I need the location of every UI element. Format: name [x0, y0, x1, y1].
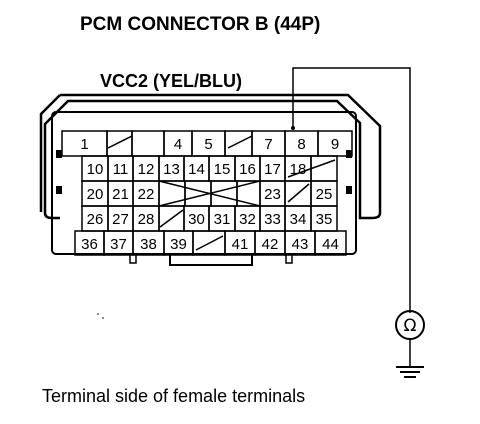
unused-slash [107, 135, 133, 149]
terminal-label: 21 [112, 186, 129, 203]
terminal-label: 20 [87, 186, 104, 203]
unused-slash [287, 183, 310, 203]
terminal-label: 15 [214, 161, 231, 178]
unused-slash [159, 209, 184, 228]
scan-dot [102, 317, 104, 319]
caption: Terminal side of female terminals [42, 386, 305, 406]
terminal-label: 17 [264, 161, 281, 178]
terminal-label: 42 [262, 236, 279, 253]
unused-slash [227, 135, 253, 149]
test-lead [291, 67, 411, 313]
terminal-cell [310, 155, 338, 182]
terminal-label: 38 [140, 236, 157, 253]
terminal-label: 13 [163, 161, 180, 178]
scan-dot [97, 313, 99, 315]
terminal-label: 34 [290, 211, 307, 228]
terminal-label: 8 [297, 136, 305, 153]
terminal-label: 22 [138, 186, 155, 203]
terminal-cell [314, 230, 347, 256]
terminal-label: 1 [80, 136, 88, 153]
terminal-cell [131, 130, 165, 157]
ohmmeter-icon: Ω [395, 310, 425, 366]
latch-mark [346, 186, 352, 194]
terminal-label: 44 [322, 236, 339, 253]
terminal-label: 9 [331, 136, 339, 153]
unused-slash [195, 235, 224, 251]
terminal-label: 33 [264, 211, 281, 228]
terminal-label: 36 [81, 236, 98, 253]
latch-mark [56, 186, 62, 194]
terminal-label: 41 [232, 236, 249, 253]
probe-tip [291, 126, 295, 130]
terminal-label: 35 [316, 211, 333, 228]
ohm-symbol: Ω [404, 316, 417, 336]
terminal-label: 18 [290, 161, 307, 178]
connector-shell [39, 93, 382, 266]
terminal-label: 7 [264, 136, 272, 153]
unused-slash [287, 159, 336, 178]
terminal-label: 32 [239, 211, 256, 228]
wire-label: VCC2 (YEL/BLU) [100, 71, 242, 91]
terminal-label: 39 [170, 236, 187, 253]
terminal-label: 12 [138, 161, 155, 178]
terminal-label: 30 [188, 211, 205, 228]
latch-mark [346, 150, 352, 158]
blank-block-x [158, 180, 261, 207]
terminal-label: 28 [138, 211, 155, 228]
ground-icon [396, 366, 424, 378]
terminal-label: 37 [110, 236, 127, 253]
terminal-label: 14 [188, 161, 205, 178]
terminal-label: 25 [316, 186, 333, 203]
terminal-label: 27 [112, 211, 129, 228]
terminal-label: 31 [214, 211, 231, 228]
terminal-label: 5 [204, 136, 212, 153]
terminal-cell [236, 180, 261, 207]
terminal-label: 10 [87, 161, 104, 178]
terminal-label: 26 [87, 211, 104, 228]
terminal-label: 23 [264, 186, 281, 203]
terminal-cell [210, 180, 238, 207]
diagram-title: PCM CONNECTOR B (44P) [80, 14, 320, 35]
terminal-label: 4 [174, 136, 182, 153]
terminal-label: 11 [113, 161, 129, 178]
terminal-label: 16 [239, 161, 256, 178]
terminal-cell [106, 130, 133, 157]
latch-mark [56, 150, 62, 158]
terminal-label: 43 [292, 236, 309, 253]
